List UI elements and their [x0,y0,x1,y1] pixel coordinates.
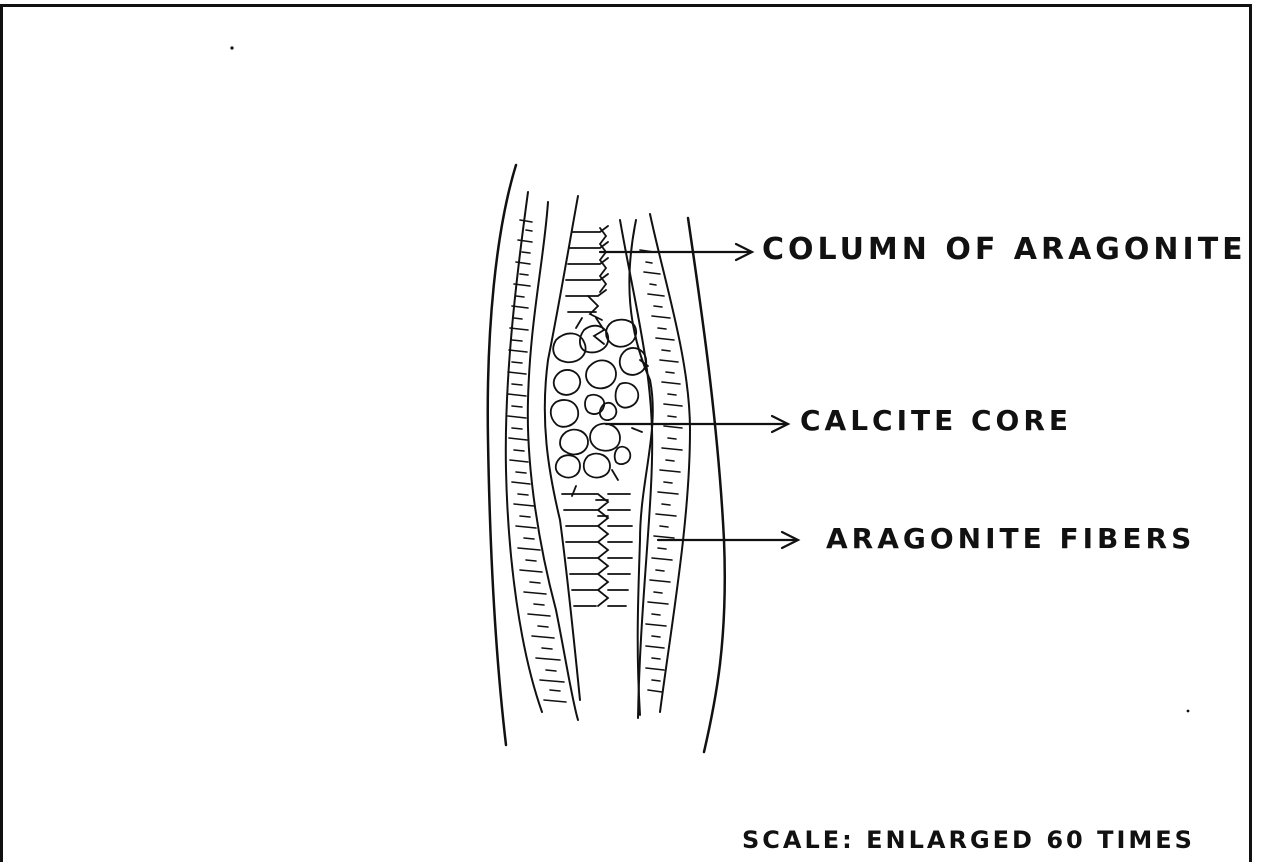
speck [230,46,233,49]
label-aragonite-fibers: ARAGONITE FIBERS [826,522,1195,555]
label-scale: SCALE: ENLARGED 60 TIMES [742,826,1195,854]
lower-aragonite-column [562,494,632,606]
calcite-core-crystals [551,318,648,496]
label-calcite-core: CALCITE CORE [800,404,1072,437]
outer-left-wall [488,165,516,745]
speck [1187,710,1190,713]
left-fiber-band-outer [506,192,542,712]
label-column-of-aragonite: COLUMN OF ARAGONITE [762,232,1247,267]
outer-right-wall [688,218,725,752]
